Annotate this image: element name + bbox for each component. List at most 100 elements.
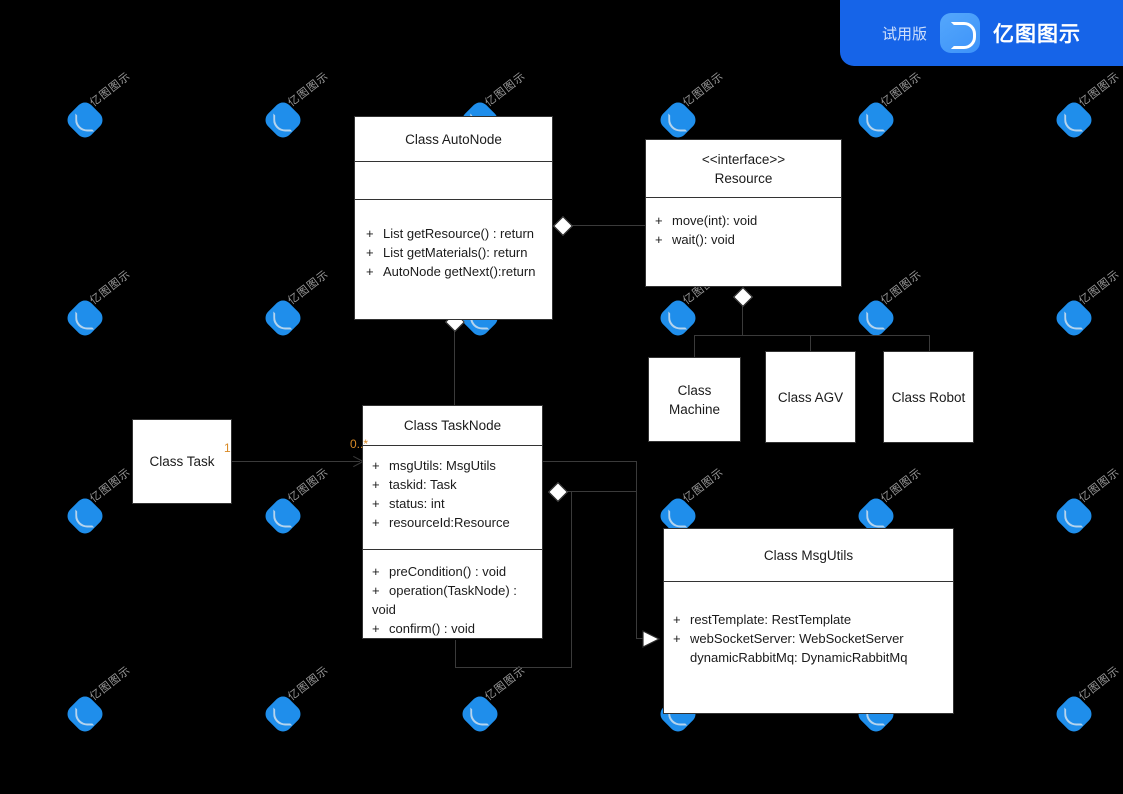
watermark-mark: 亿图图示: [854, 69, 957, 142]
class-attributes-tasknode: + msgUtils: MsgUtils + taskid: Task + statu…: [363, 445, 542, 549]
watermark-text: 亿图图示: [1076, 69, 1123, 110]
class-member: + status: int: [372, 494, 542, 513]
watermark-text: 亿图图示: [285, 465, 332, 506]
multiplicity-label-tasknode: 0..*: [350, 437, 369, 451]
watermark-mark: 亿图图示: [1052, 663, 1123, 736]
class-member: +webSocketServer: WebSocketServer: [673, 629, 953, 648]
class-member: dynamicRabbitMq: DynamicRabbitMq: [673, 648, 953, 667]
class-attributes-msgutils: +restTemplate: RestTemplate +webSocketSe…: [664, 581, 953, 715]
class-box-autonode[interactable]: Class AutoNode +List getResource() : ret…: [354, 116, 553, 320]
class-methods-resource: +move(int): void +wait(): void: [646, 197, 841, 288]
connector-tasknode-self-top: [563, 491, 637, 492]
watermark-text: 亿图图示: [1076, 465, 1123, 506]
watermark-mark: 亿图图示: [1052, 69, 1123, 142]
class-box-agv[interactable]: Class AGV: [765, 351, 856, 443]
edraw-watermark-icon: [656, 296, 700, 340]
class-title-machine-line2: Machine: [668, 401, 721, 417]
class-member: +operation(TaskNode) : void: [372, 581, 542, 619]
member-text: webSocketServer: WebSocketServer: [690, 631, 904, 646]
edraw-watermark-icon: [1052, 98, 1096, 142]
visibility-marker: +: [372, 621, 380, 636]
class-member: + List getMaterials(): return: [366, 243, 552, 262]
watermark-text: 亿图图示: [482, 69, 529, 110]
visibility-marker: +: [372, 496, 380, 511]
visibility-marker: +: [372, 458, 380, 473]
class-box-tasknode[interactable]: Class TaskNode +msgUtils: MsgUtils +task…: [362, 405, 543, 639]
class-member: +move(int): void: [655, 211, 841, 230]
watermark-mark: 亿图图示: [63, 663, 166, 736]
class-member: + taskid: Task: [372, 475, 542, 494]
member-text: List getMaterials(): return: [383, 245, 528, 260]
visibility-marker: +: [366, 264, 374, 279]
edraw-watermark-icon: [1052, 692, 1096, 736]
edraw-watermark-icon: [458, 692, 502, 736]
class-member: +wait(): void: [655, 230, 841, 249]
class-box-resource[interactable]: <<interface>> Resource +move(int): void …: [645, 139, 842, 287]
watermark-mark: 亿图图示: [261, 69, 364, 142]
connector-tasknode-self-mid: [571, 491, 572, 668]
connector-autonode-tasknode: [454, 330, 455, 410]
edraw-watermark-icon: [63, 296, 107, 340]
class-box-msgutils[interactable]: Class MsgUtils +restTemplate: RestTempla…: [663, 528, 954, 714]
member-text: restTemplate: RestTemplate: [690, 612, 852, 627]
trial-banner[interactable]: 试用版 亿图图示: [840, 0, 1123, 66]
watermark-mark: 亿图图示: [261, 465, 364, 538]
visibility-marker: +: [372, 477, 380, 492]
class-member: +restTemplate: RestTemplate: [673, 610, 953, 629]
watermark-text: 亿图图示: [285, 663, 332, 704]
class-title-task: Class Task: [149, 454, 215, 469]
member-text: taskid: Task: [389, 477, 457, 492]
edraw-watermark-icon: [261, 692, 305, 736]
edraw-watermark-icon: [261, 296, 305, 340]
class-title-resource: <<interface>> Resource: [646, 140, 841, 197]
watermark-text: 亿图图示: [1076, 663, 1123, 704]
class-title-machine-line1: Class: [677, 382, 712, 398]
aggregation-diamond-tasknode-self: [548, 482, 568, 502]
class-title-autonode: Class AutoNode: [405, 131, 502, 147]
class-box-machine[interactable]: Class Machine: [648, 357, 741, 442]
edraw-watermark-icon: [63, 692, 107, 736]
edraw-watermark-icon: [1052, 296, 1096, 340]
member-text: confirm() : void: [389, 621, 475, 636]
member-text: status: int: [389, 496, 445, 511]
connector-task-tasknode: [232, 461, 360, 462]
watermark-mark: 亿图图示: [1052, 465, 1123, 538]
class-member: +preCondition() : void: [372, 562, 542, 581]
watermark-mark: 亿图图示: [656, 69, 759, 142]
multiplicity-label-task: 1: [224, 441, 231, 455]
class-box-task[interactable]: Class Task: [132, 419, 232, 504]
connector-drop-robot: [929, 335, 930, 351]
class-title-robot: Class Robot: [891, 389, 966, 405]
class-member: + confirm() : void: [372, 619, 542, 638]
interface-name-label: Resource: [714, 170, 773, 186]
edraw-watermark-icon: [854, 98, 898, 142]
watermark-mark: 亿图图示: [1052, 267, 1123, 340]
class-member: +resourceId:Resource: [372, 513, 542, 532]
watermark-text: 亿图图示: [87, 663, 134, 704]
class-member: + msgUtils: MsgUtils: [372, 456, 542, 475]
edraw-logo-icon: [940, 13, 980, 53]
connector-tasknode-self-upper: [455, 461, 637, 462]
class-title-agv: Class AGV: [777, 389, 844, 405]
edraw-watermark-icon: [63, 98, 107, 142]
member-text: AutoNode getNext():return: [383, 264, 536, 279]
watermark-mark: 亿图图示: [63, 69, 166, 142]
watermark-text: 亿图图示: [680, 465, 727, 506]
class-box-robot[interactable]: Class Robot: [883, 351, 974, 443]
connector-tasknode-self-left-down: [455, 640, 456, 668]
watermark-text: 亿图图示: [87, 69, 134, 110]
edraw-watermark-icon: [63, 494, 107, 538]
member-text: msgUtils: MsgUtils: [389, 458, 496, 473]
watermark-text: 亿图图示: [285, 267, 332, 308]
class-attributes-autonode: [355, 161, 552, 199]
member-text: move(int): void: [672, 213, 758, 228]
edraw-watermark-icon: [261, 98, 305, 142]
aggregation-diamond-autonode-resource: [553, 216, 573, 236]
dependency-arrowhead-msgutils: [642, 630, 661, 648]
watermark-text: 亿图图示: [87, 267, 134, 308]
watermark-text: 亿图图示: [285, 69, 332, 110]
visibility-marker: +: [366, 245, 374, 260]
aggregation-diamond-resource-subclasses: [733, 287, 753, 307]
member-text: dynamicRabbitMq: DynamicRabbitMq: [690, 650, 908, 665]
